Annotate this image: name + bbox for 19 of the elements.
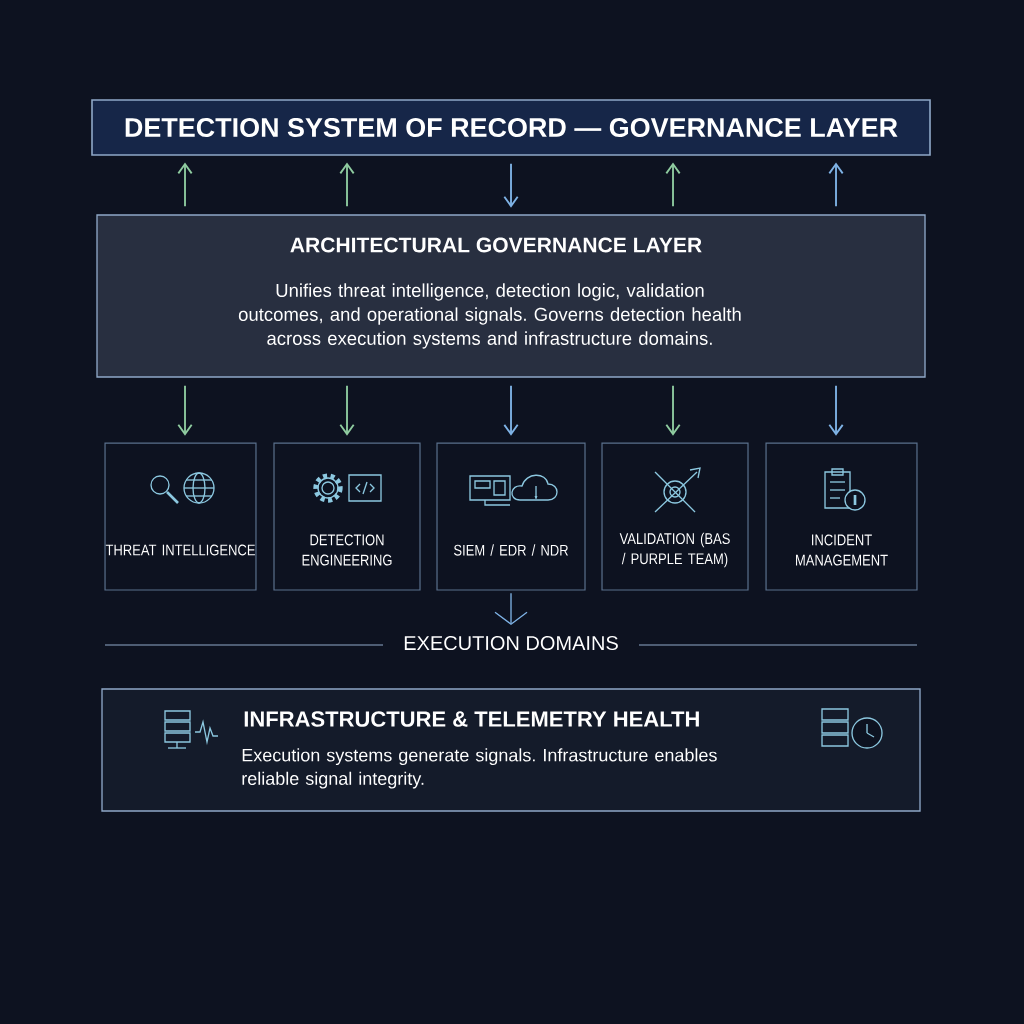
domain-box: VALIDATION (BAS / PURPLE TEAM) [601, 442, 749, 591]
arrow [665, 162, 681, 208]
arrow [339, 384, 355, 436]
domain-box: INCIDENT MANAGEMENT [765, 442, 918, 591]
title-banner: DETECTION SYSTEM OF RECORD — GOVERNANCE LAYER [91, 99, 931, 156]
arrow [503, 162, 519, 208]
arrow [503, 384, 519, 436]
health-panel: INFRASTRUCTURE & TELEMETRY HEALTH Execution systems generate signals. Infrastructure enables reliable signal integrity. [101, 688, 921, 812]
section-heading: EXECUTION DOMAINS [404, 635, 618, 651]
domain-box: THREAT INTELLIGENCE [104, 442, 257, 591]
domain-box: SIEM / EDR / NDR [436, 442, 586, 591]
arrow [828, 384, 844, 436]
arrow [177, 162, 193, 208]
arrow [828, 162, 844, 208]
domain-box: DETECTION ENGINEERING [273, 442, 421, 591]
arrow [177, 384, 193, 436]
arrow [665, 384, 681, 436]
arrow [339, 162, 355, 208]
layer-panel: ARCHITECTURAL GOVERNANCE LAYER Unifies threat intelligence, detection logic, validation outcomes, and operational signals. Governs detection health across execution systems and infrastructure domains. [96, 214, 926, 378]
